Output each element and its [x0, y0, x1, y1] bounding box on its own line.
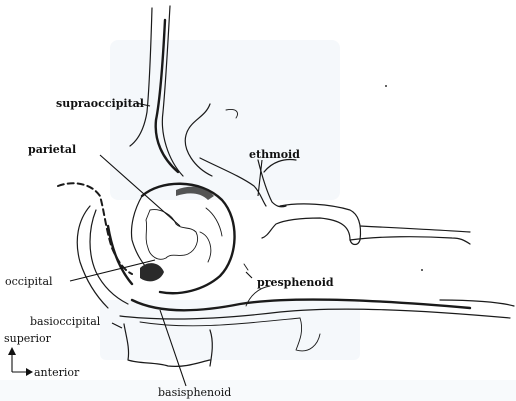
label-basioccipital: basioccipital [30, 315, 101, 328]
label-anterior: anterior [34, 366, 80, 379]
background-watermark [0, 40, 516, 401]
label-occipital: occipital [5, 275, 53, 288]
label-parietal: parietal [28, 143, 76, 156]
label-ethmoid: ethmoid [249, 148, 300, 161]
label-presphenoid: presphenoid [257, 276, 334, 289]
label-superior: superior [4, 332, 52, 345]
label-basisphenoid: basisphenoid [158, 386, 231, 399]
orientation-arrows-icon [8, 347, 33, 376]
label-supraoccipital: supraoccipital [56, 97, 144, 110]
central-bone-mass [131, 184, 234, 293]
